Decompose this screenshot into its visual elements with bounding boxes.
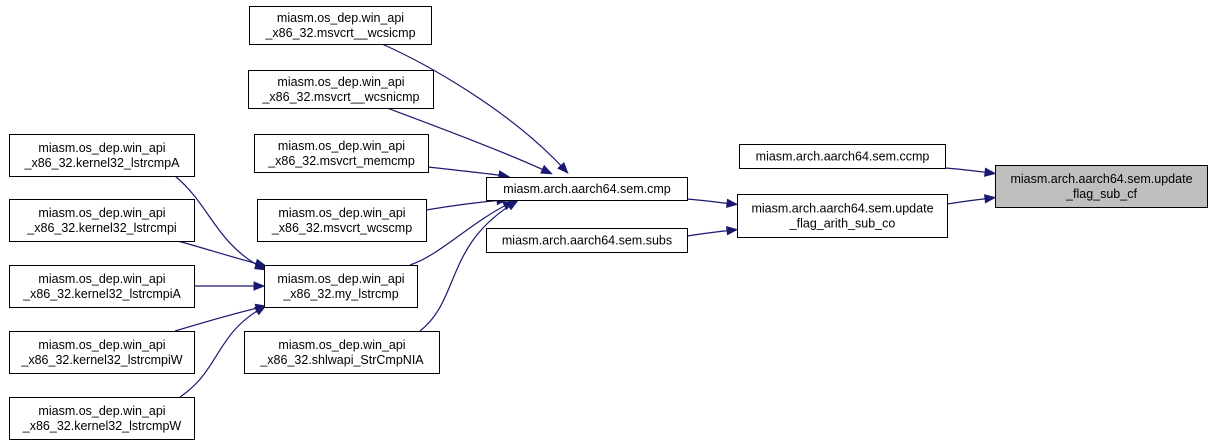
node-label: miasm.os_dep.win_api <box>38 206 165 220</box>
node-label: _x86_32.shlwapi_StrCmpNIA <box>259 353 424 367</box>
edge-line <box>179 307 263 398</box>
node-label: _flag_sub_cf <box>1065 187 1137 201</box>
node-label: _flag_arith_sub_co <box>789 217 896 231</box>
node-label: miasm.os_dep.win_api <box>277 272 404 286</box>
node-box <box>9 199 195 242</box>
node-label: miasm.os_dep.win_api <box>278 338 405 352</box>
node-my_lstrcmp[interactable]: miasm.os_dep.win_api_x86_32.my_lstrcmp <box>264 265 418 308</box>
node-lstrcmpiA[interactable]: miasm.os_dep.win_api_x86_32.kernel32_lst… <box>9 265 195 308</box>
node-label: miasm.os_dep.win_api <box>277 75 404 89</box>
edge-ccmp-to-target <box>944 167 997 177</box>
node-box <box>9 265 195 308</box>
node-subs[interactable]: miasm.arch.aarch64.sem.subs <box>486 228 688 253</box>
node-box <box>486 177 688 201</box>
node-label: _x86_32.kernel32_lstrcmpA <box>24 156 181 170</box>
arrowhead <box>253 305 267 316</box>
edge-line <box>386 107 549 173</box>
node-label: _x86_32.kernel32_lstrcmpW <box>22 419 182 433</box>
node-label: _x86_32.kernel32_lstrcmpiA <box>22 287 181 301</box>
node-wcsnicmp[interactable]: miasm.os_dep.win_api_x86_32.msvcrt__wcsn… <box>248 70 434 109</box>
node-label: miasm.arch.aarch64.sem.cmp <box>503 182 670 196</box>
node-label: _x86_32.msvcrt__wcsicmp <box>264 26 415 40</box>
edge-line <box>427 166 506 177</box>
node-strcmpnia[interactable]: miasm.os_dep.win_api_x86_32.shlwapi_StrC… <box>244 331 440 374</box>
edge-line <box>174 175 263 269</box>
edge-arith-to-target <box>946 194 997 205</box>
edge-line <box>686 229 734 237</box>
edge-lstrcmpW-to-my_lstrcmp <box>179 305 267 398</box>
node-label: _x86_32.my_lstrcmp <box>282 287 398 301</box>
node-box <box>254 134 429 173</box>
edge-line <box>419 202 515 332</box>
arrowhead <box>984 167 997 177</box>
node-arith[interactable]: miasm.arch.aarch64.sem.update_flag_arith… <box>737 194 948 238</box>
edge-wcsicmp-to-cmp <box>381 43 569 174</box>
node-label: miasm.arch.aarch64.sem.update <box>751 202 933 216</box>
node-box <box>9 331 195 374</box>
node-box <box>244 331 440 374</box>
node-box <box>486 228 688 253</box>
node-lstrcmpA[interactable]: miasm.os_dep.win_api_x86_32.kernel32_lst… <box>9 134 195 177</box>
edge-line <box>425 199 504 211</box>
node-label: miasm.os_dep.win_api <box>278 139 405 153</box>
node-wcscmp[interactable]: miasm.os_dep.win_api_x86_32.msvcrt_wcscm… <box>257 199 427 242</box>
node-box <box>737 194 948 238</box>
node-wcsicmp[interactable]: miasm.os_dep.win_api_x86_32.msvcrt__wcsi… <box>249 6 432 45</box>
arrowhead <box>253 281 266 291</box>
node-label: miasm.os_dep.win_api <box>38 404 165 418</box>
node-box <box>9 134 195 177</box>
arrowhead <box>254 258 268 268</box>
node-label: _x86_32.kernel32_lstrcmpiW <box>20 353 182 367</box>
node-box <box>257 199 427 242</box>
node-label: miasm.os_dep.win_api <box>277 11 404 25</box>
node-box <box>739 144 946 169</box>
edge-line <box>686 198 734 205</box>
arrowhead <box>557 162 569 174</box>
node-lstrcmpW[interactable]: miasm.os_dep.win_api_x86_32.kernel32_lst… <box>9 397 195 440</box>
edge-lstrcmpiW-to-my_lstrcmp <box>174 303 268 332</box>
node-label: miasm.arch.aarch64.sem.subs <box>502 234 672 248</box>
edge-line <box>409 202 511 266</box>
arrowhead <box>505 200 519 211</box>
node-label: miasm.os_dep.win_api <box>38 141 165 155</box>
node-label: miasm.os_dep.win_api <box>38 272 165 286</box>
arrowhead <box>726 226 739 236</box>
arrowhead <box>726 198 739 208</box>
node-label: miasm.arch.aarch64.sem.ccmp <box>756 150 930 164</box>
node-target[interactable]: miasm.arch.aarch64.sem.update_flag_sub_c… <box>995 165 1208 208</box>
node-box <box>9 397 195 440</box>
node-label: _x86_32.msvcrt__wcsnicmp <box>261 90 419 104</box>
node-ccmp[interactable]: miasm.arch.aarch64.sem.ccmp <box>739 144 946 169</box>
node-lstrcmpi[interactable]: miasm.os_dep.win_api_x86_32.kernel32_lst… <box>9 199 195 242</box>
node-box <box>995 165 1208 208</box>
node-label: _x86_32.msvcrt_memcmp <box>267 154 415 168</box>
edge-cmp-to-arith <box>686 198 739 208</box>
node-cmp[interactable]: miasm.arch.aarch64.sem.cmp <box>486 177 688 201</box>
node-label: miasm.arch.aarch64.sem.update <box>1010 172 1192 186</box>
edge-line <box>946 197 992 205</box>
arrowhead <box>984 194 997 204</box>
edge-lstrcmpi-to-my_lstrcmp <box>177 240 268 268</box>
edge-line <box>174 306 263 332</box>
node-label: miasm.os_dep.win_api <box>278 206 405 220</box>
edge-wcsnicmp-to-cmp <box>386 107 553 175</box>
node-label: _x86_32.kernel32_lstrcmpi <box>26 221 176 235</box>
edge-lstrcmpiA-to-my_lstrcmp <box>193 281 266 291</box>
node-lstrcmpiW[interactable]: miasm.os_dep.win_api_x86_32.kernel32_lst… <box>9 331 195 374</box>
arrowhead <box>540 164 553 175</box>
edge-line <box>177 240 263 266</box>
node-label: _x86_32.msvcrt_wcscmp <box>271 221 412 235</box>
node-box <box>248 70 434 109</box>
node-box <box>249 6 432 45</box>
node-layer: miasm.os_dep.win_api_x86_32.msvcrt__wcsi… <box>9 6 1208 440</box>
edge-strcmpnia-to-cmp <box>419 200 519 332</box>
node-memcmp[interactable]: miasm.os_dep.win_api_x86_32.msvcrt_memcm… <box>254 134 429 173</box>
node-box <box>264 265 418 308</box>
edge-subs-to-arith <box>686 226 739 237</box>
node-label: miasm.os_dep.win_api <box>38 338 165 352</box>
edge-layer <box>174 43 997 398</box>
edge-line <box>381 43 566 171</box>
edge-line <box>944 167 992 174</box>
